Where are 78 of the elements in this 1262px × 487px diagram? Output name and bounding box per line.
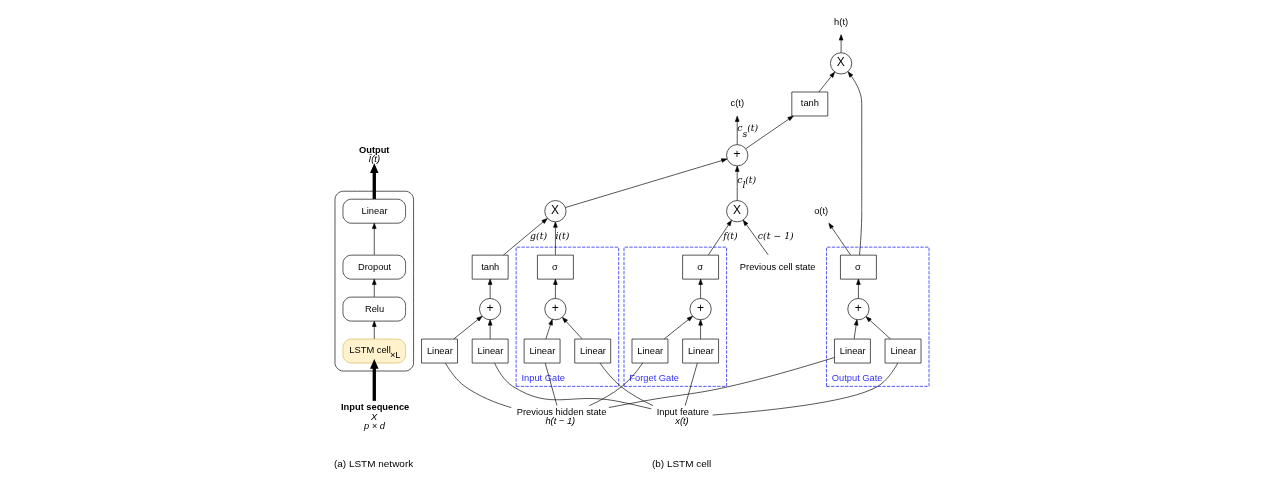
arrow <box>371 320 376 340</box>
arrow <box>369 359 379 401</box>
arrow <box>564 158 727 208</box>
node-circle: X <box>829 52 852 75</box>
connector <box>588 362 643 406</box>
arrow <box>552 221 558 256</box>
node-label: x(t) <box>674 416 689 427</box>
arrow <box>552 278 558 299</box>
node-text: Previous hidden state <box>516 407 606 418</box>
arrow <box>697 319 703 340</box>
arrow <box>745 115 794 149</box>
arrow <box>502 218 548 256</box>
arrow <box>828 222 851 256</box>
connector <box>444 362 512 408</box>
node-circle: + <box>725 144 748 167</box>
arrow <box>707 220 732 256</box>
arrow <box>371 278 376 298</box>
connector <box>599 362 653 406</box>
node-text: c(t) <box>730 98 744 109</box>
arrow <box>663 315 693 340</box>
node-box: Relu <box>342 296 406 322</box>
node-box: Linear <box>471 338 508 364</box>
connector <box>544 362 557 406</box>
node-box: Linear <box>631 338 668 364</box>
arrow <box>561 317 582 340</box>
node-text: o(t) <box>813 205 828 216</box>
node-box: Linear <box>884 338 921 364</box>
arrow <box>545 319 553 340</box>
arrow <box>865 316 891 340</box>
arrow <box>855 278 861 299</box>
arrow <box>853 319 858 340</box>
edge-label: i(t) <box>554 229 569 241</box>
node-box: Linear <box>681 338 719 364</box>
connector <box>684 362 698 406</box>
arrow <box>847 71 862 256</box>
arrow <box>838 34 843 53</box>
node-box: Linear <box>833 338 871 364</box>
arrow <box>487 319 492 340</box>
node-label: Î(t) <box>368 154 380 165</box>
connector <box>493 362 652 410</box>
edge-label: g(t) <box>529 229 547 241</box>
edge-label: f(t) <box>722 229 738 241</box>
node-box: tanh <box>791 91 828 117</box>
node-box: Linear <box>342 198 406 224</box>
node-circle: + <box>478 298 501 321</box>
arrow <box>818 71 835 93</box>
node-label: h(t − 1) <box>544 416 575 427</box>
label: (a) LSTM network <box>333 457 413 469</box>
node-label: p × d <box>363 421 385 432</box>
node-box: σ <box>681 254 719 280</box>
arrow <box>742 219 768 256</box>
node-label: X <box>370 411 377 422</box>
arrow <box>734 115 739 145</box>
arrow <box>371 222 376 256</box>
node-box: Dropout <box>342 254 406 280</box>
connector <box>711 362 898 416</box>
edge-label: c(t − 1) <box>757 229 794 241</box>
node-circle: + <box>689 298 712 321</box>
arrow <box>697 278 703 299</box>
node-circle: X <box>725 200 748 223</box>
node-box: σ <box>536 254 574 280</box>
node-box: σ <box>839 254 877 280</box>
node-box: Linear <box>420 338 458 364</box>
arrow <box>487 278 492 299</box>
arrow <box>453 315 482 340</box>
node-text: Input sequence <box>340 402 409 413</box>
node-box: tanh <box>471 254 508 280</box>
label: (b) LSTM cell <box>651 457 711 469</box>
node-text: Previous cell state <box>739 261 815 272</box>
connector <box>608 357 835 408</box>
node-text: Input feature <box>656 407 709 418</box>
node-box: Linear <box>523 338 560 364</box>
node-box: Linear <box>573 338 611 364</box>
arrow <box>734 165 739 201</box>
node-text: h(t) <box>833 17 848 28</box>
arrow <box>369 163 379 199</box>
node-text: Output <box>358 144 389 155</box>
node-circle: + <box>846 298 869 321</box>
